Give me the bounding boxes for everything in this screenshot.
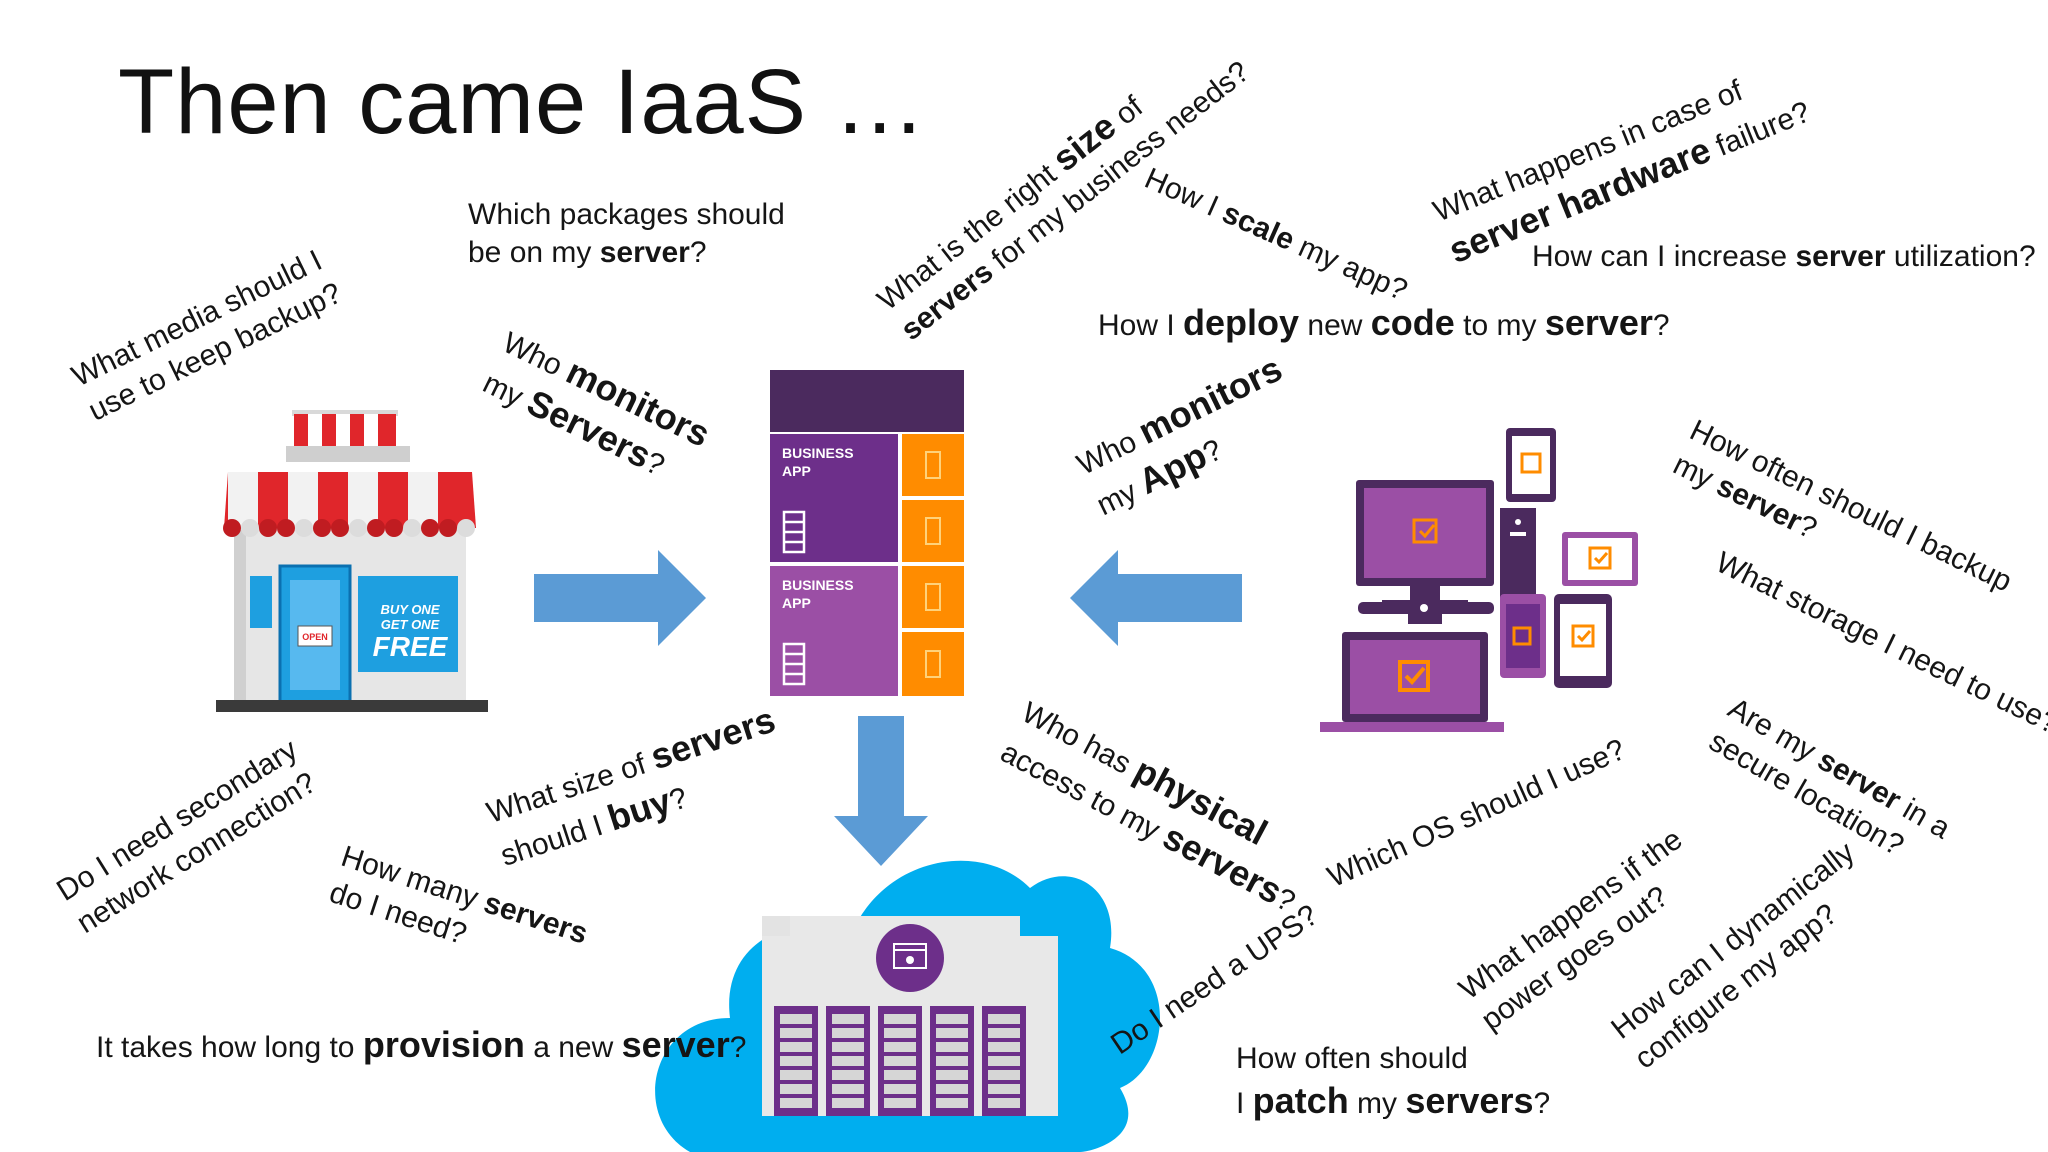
question-text: I — [1236, 1086, 1253, 1120]
question-line: How often should — [1236, 1040, 1550, 1078]
question-keyword: code — [1370, 302, 1455, 343]
question-text: How I — [1139, 161, 1231, 227]
cloud-datacenter-icon — [655, 860, 1160, 1152]
question-keyword: server — [1544, 302, 1653, 343]
question-text: How can I increase — [1532, 240, 1796, 273]
question-scale: How I scale my app? — [1139, 160, 1413, 310]
question-keyword: server — [1795, 240, 1886, 273]
tile-2-label-line-2: APP — [782, 595, 811, 611]
devices-icon — [1320, 428, 1638, 732]
question-packages: Which packages should be on my server? — [468, 196, 785, 271]
question-text: be on my — [468, 235, 600, 269]
question-line: How I scale my app? — [1139, 160, 1413, 310]
question-which-os: Which OS should I use? — [1322, 731, 1631, 896]
question-text: ? — [1652, 309, 1670, 342]
window-sign-line-1: BUY ONE — [381, 602, 440, 617]
window-sign-line-2: GET ONE — [381, 617, 440, 632]
question-text: It takes how long to — [96, 1031, 363, 1064]
question-keyword: servers — [1405, 1079, 1534, 1121]
question-text: a new — [524, 1031, 622, 1064]
question-provision: It takes how long to provision a new ser… — [96, 1022, 746, 1067]
question-text: ? — [729, 1031, 747, 1064]
question-text: ? — [1533, 1086, 1551, 1120]
storefront-icon: OPEN BUY ONE GET ONE FREE — [216, 410, 488, 712]
question-deploy: How I deploy new code to my server? — [1098, 300, 1670, 345]
tile-1-label-line-1: BUSINESS — [782, 445, 854, 461]
arrow-right-icon — [534, 550, 706, 646]
question-line: It takes how long to provision a new ser… — [96, 1022, 746, 1067]
question-line: I patch my servers? — [1236, 1078, 1550, 1123]
question-line: be on my server? — [468, 234, 785, 272]
question-line: Which packages should — [468, 196, 785, 234]
question-keyword: server — [621, 1024, 730, 1065]
question-text: to my — [1454, 309, 1545, 342]
server-rack-icon: BUSINESS APP BUSINESS APP — [770, 370, 964, 696]
question-keyword: server — [599, 235, 690, 269]
tile-1-label-line-2: APP — [782, 463, 811, 479]
question-line: Which OS should I use? — [1322, 731, 1631, 896]
question-text: ? — [689, 235, 707, 269]
question-text: my — [1348, 1086, 1406, 1120]
question-text: new — [1299, 309, 1371, 342]
question-keyword: deploy — [1183, 302, 1300, 343]
question-text: How I — [1098, 309, 1184, 342]
question-text: Which packages should — [468, 198, 785, 231]
question-keyword: provision — [362, 1024, 525, 1065]
door-sign-text: OPEN — [302, 632, 328, 642]
slide-title: Then came IaaS … — [118, 51, 927, 153]
window-sign-line-3: FREE — [373, 631, 449, 662]
question-text: Which OS should I use? — [1322, 732, 1631, 894]
question-text: my app? — [1286, 226, 1413, 308]
arrow-left-icon — [1070, 550, 1242, 646]
question-line: How can I increase server utilization? — [1532, 238, 2036, 276]
question-text: utilization? — [1885, 240, 2036, 273]
question-keyword: scale — [1217, 196, 1300, 258]
arrow-down-icon — [834, 716, 928, 866]
question-line: How I deploy new code to my server? — [1098, 300, 1670, 345]
question-text: How often should — [1236, 1042, 1468, 1075]
question-keyword: patch — [1252, 1079, 1349, 1121]
tile-2-label-line-1: BUSINESS — [782, 577, 854, 593]
question-utilization: How can I increase server utilization? — [1532, 238, 2036, 276]
